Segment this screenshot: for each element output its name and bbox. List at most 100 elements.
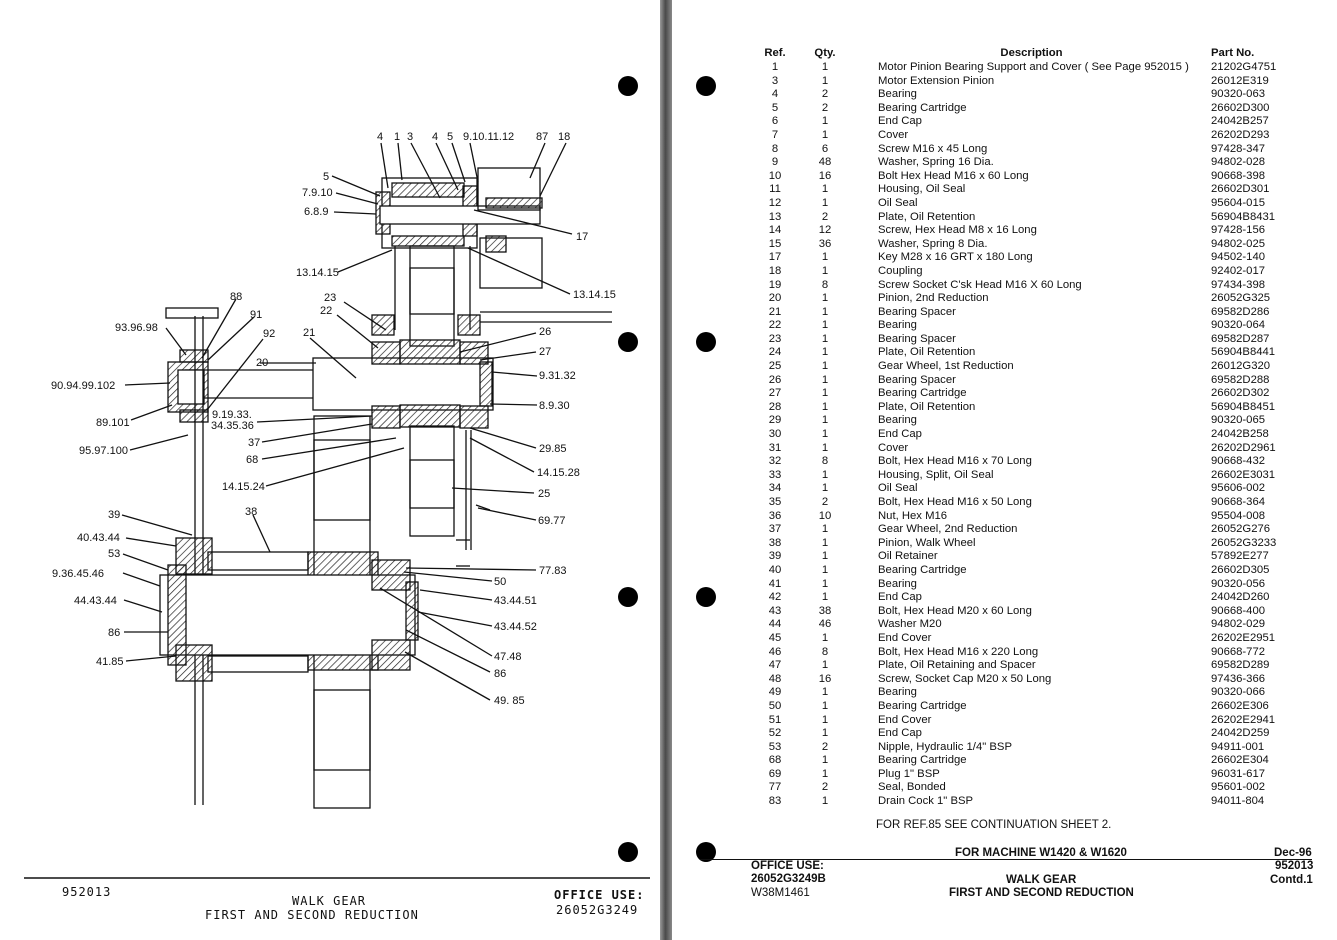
part-ref: 41 (768, 577, 782, 590)
part-qty: 2 (821, 101, 829, 114)
part-ref: 31 (768, 441, 782, 454)
part-qty: 1 (821, 577, 829, 590)
part-ref: 37 (768, 523, 782, 536)
callout-7-9-10: 7.9.10 (302, 187, 333, 199)
part-description: Nipple, Hydraulic 1/4" BSP (878, 740, 1012, 753)
part-description: Pinion, 2nd Reduction (878, 292, 989, 305)
part-qty: 1 (821, 115, 829, 128)
part-description: Gear Wheel, 1st Reduction (878, 360, 1014, 373)
punch-hole (618, 842, 638, 862)
callout-43-44-51: 43.44.51 (494, 595, 537, 607)
callout-4: 4 (377, 131, 383, 143)
callout-9-31-32: 9.31.32 (539, 370, 576, 382)
part-number: 94802-025 (1211, 237, 1266, 250)
part-qty: 1 (821, 428, 829, 441)
part-ref: 34 (768, 482, 782, 495)
part-number: 24042B257 (1211, 115, 1269, 128)
callout-23: 23 (324, 292, 336, 304)
part-description: End Cap (878, 591, 922, 604)
left-office-use-code: 26052G3249 (556, 903, 639, 917)
part-description: Nut, Hex M16 (878, 509, 948, 522)
part-description: Housing, Split, Oil Seal (878, 468, 994, 481)
part-description: Bearing Spacer (878, 373, 956, 386)
part-ref: 13 (768, 210, 782, 223)
right-title-line2: FIRST AND SECOND REDUCTION (949, 887, 1134, 899)
part-qty: 1 (821, 183, 829, 196)
punch-hole (618, 332, 638, 352)
part-description: Seal, Bonded (878, 781, 946, 794)
part-qty: 1 (821, 563, 829, 576)
right-office-use-label: OFFICE USE: (751, 860, 824, 872)
callout-89-101: 89.101 (96, 417, 130, 429)
part-ref: 53 (768, 740, 782, 753)
part-number: 90668-398 (1211, 169, 1266, 182)
part-qty: 1 (821, 61, 829, 73)
header-description: Description (1000, 47, 1063, 59)
part-description: Plug 1" BSP (878, 767, 940, 780)
part-qty: 48 (818, 156, 832, 169)
part-description: Bearing Cartridge (878, 101, 967, 114)
part-qty: 46 (818, 618, 832, 631)
part-description: Plate, Oil Retention (878, 400, 976, 413)
callout-8-9-30: 8.9.30 (539, 400, 570, 412)
callout-49-85: 49. 85 (494, 695, 525, 707)
part-qty: 1 (821, 346, 829, 359)
part-description: Plate, Oil Retention (878, 346, 976, 359)
part-qty: 16 (818, 672, 832, 685)
part-qty: 1 (821, 305, 829, 318)
right-title-line1: WALK GEAR (1006, 874, 1077, 886)
part-ref: 1 (771, 61, 779, 73)
callout-95-97-100: 95.97.100 (79, 445, 128, 457)
part-description: Bearing Spacer (878, 305, 956, 318)
callout-68: 68 (246, 454, 258, 466)
part-qty: 8 (821, 645, 829, 658)
right-page-parts-list (672, 0, 1337, 940)
part-qty: 1 (821, 468, 829, 481)
part-qty: 1 (821, 74, 829, 87)
part-ref: 23 (768, 332, 782, 345)
callout-9-10-11-12: 9.10.11.12 (463, 131, 514, 143)
part-ref: 7 (771, 128, 779, 141)
machine-label: FOR MACHINE W1420 & W1620 (955, 847, 1127, 859)
part-ref: 43 (768, 604, 782, 617)
part-qty: 2 (821, 496, 829, 508)
part-qty: 1 (821, 523, 829, 536)
part-description: Bearing (878, 319, 917, 332)
right-page-number: 952013 (1275, 860, 1314, 872)
part-number: 95601-002 (1211, 781, 1266, 794)
part-number: 95604-015 (1211, 196, 1266, 209)
part-ref: 33 (768, 468, 782, 481)
part-ref: 5 (771, 101, 779, 114)
part-number: 97436-366 (1211, 672, 1266, 685)
part-ref: 21 (768, 305, 782, 318)
right-office-code-2: W38M1461 (751, 887, 810, 899)
callout-39: 39 (108, 509, 120, 521)
callout-9-19-33: 9.19.33. (212, 409, 252, 421)
part-qty: 36 (818, 237, 832, 250)
part-qty: 2 (821, 781, 829, 794)
part-number: 24042D260 (1211, 591, 1270, 604)
part-description: End Cap (878, 428, 922, 441)
part-ref: 29 (768, 414, 782, 427)
part-ref: 45 (768, 631, 782, 644)
part-description: Gear Wheel, 2nd Reduction (878, 523, 1018, 536)
part-number: 26202E2951 (1211, 631, 1276, 644)
part-qty: 1 (821, 699, 829, 712)
part-ref: 20 (768, 292, 782, 305)
part-ref: 4 (771, 88, 779, 101)
header-ref: Ref. (764, 47, 786, 59)
callout-93-96-98: 93.96.98 (115, 322, 158, 334)
part-description: Bearing (878, 686, 917, 699)
